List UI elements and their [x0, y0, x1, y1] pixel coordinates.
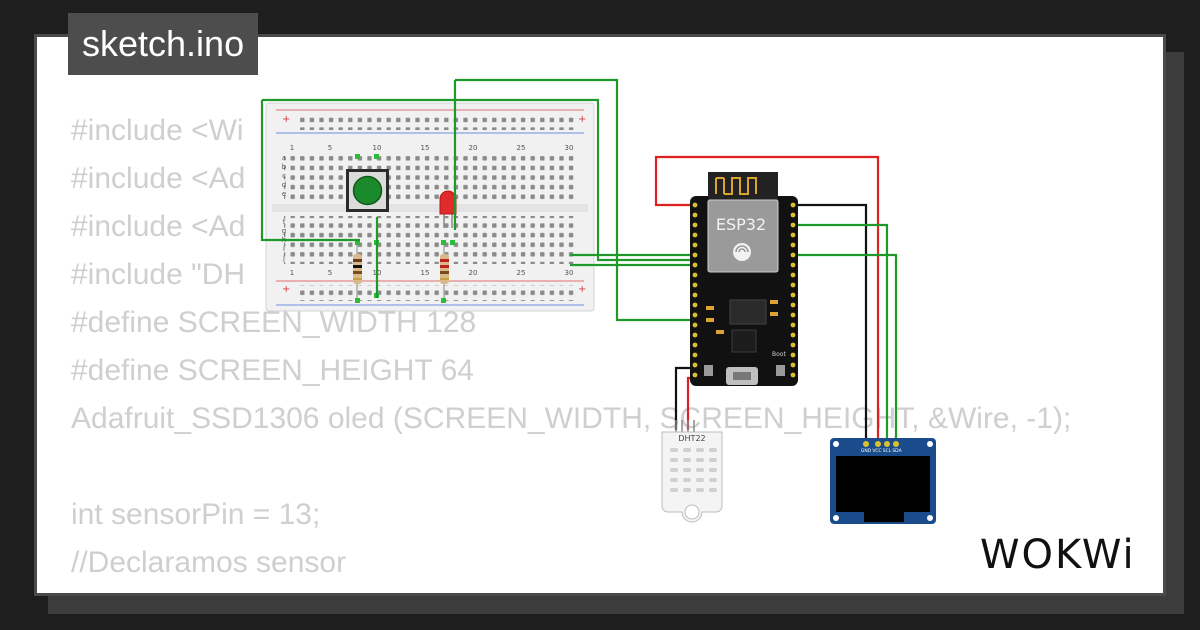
- esp32-board[interactable]: ESP32 Boot: [690, 172, 798, 386]
- column-number: 1: [290, 269, 294, 277]
- column-number: 20: [469, 269, 478, 277]
- column-number: 15: [421, 269, 430, 277]
- svg-text:+: +: [282, 114, 290, 125]
- column-number: 1: [290, 144, 294, 152]
- preview-card: #include <Wi #include <Ad #include <Ad #…: [34, 34, 1166, 596]
- code-line: int sensorPin = 13;: [71, 498, 321, 531]
- row-letter: a: [282, 154, 286, 162]
- oled-pin-label: GND: [861, 448, 872, 454]
- resistor-2[interactable]: [440, 242, 449, 300]
- oled-display[interactable]: GND VCC SCL SDA: [830, 438, 936, 524]
- pushbutton[interactable]: [346, 169, 389, 212]
- code-line: #include <Ad: [71, 210, 246, 243]
- wokwi-logo-icon: WOKWi: [980, 532, 1136, 578]
- row-letter: f: [283, 218, 286, 226]
- code-line: //Declaramos sensor: [71, 546, 347, 579]
- resistor-1[interactable]: [353, 242, 362, 300]
- row-letter: c: [282, 172, 286, 180]
- column-number: 25: [517, 144, 526, 152]
- oled-pin-label: SCL: [883, 448, 892, 454]
- code-line: #define SCREEN_HEIGHT 64: [71, 354, 474, 387]
- esp32-label: ESP32: [716, 215, 766, 234]
- dht22-label: DHT22: [678, 434, 705, 443]
- code-line: #include "DH: [71, 258, 246, 291]
- code-line: #include <Ad: [71, 162, 246, 195]
- column-number: 30: [565, 269, 574, 277]
- oled-pin-label: VCC: [872, 448, 881, 454]
- wires: [260, 78, 898, 442]
- column-number: 15: [421, 144, 430, 152]
- column-number: 25: [517, 269, 526, 277]
- row-letter: e: [282, 190, 286, 198]
- column-number: 5: [328, 144, 332, 152]
- breadboard[interactable]: + + + +: [265, 102, 595, 312]
- row-letter: j: [282, 254, 285, 262]
- column-number: 20: [469, 144, 478, 152]
- row-letter: i: [283, 245, 285, 253]
- svg-text:+: +: [578, 114, 586, 125]
- row-letter: g: [282, 227, 286, 235]
- column-number: 5: [328, 269, 332, 277]
- file-name-tab[interactable]: sketch.ino: [68, 13, 259, 75]
- oled-pin-label: SDA: [892, 448, 902, 454]
- wokwi-logo-text: WOKWi: [980, 532, 1136, 578]
- code-line: Adafruit_SSD1306 oled (SCREEN_WIDTH, SCR…: [71, 402, 1072, 435]
- row-letter: d: [282, 181, 286, 189]
- code-background: #include <Wi #include <Ad #include <Ad #…: [71, 107, 1072, 593]
- dht22-sensor[interactable]: DHT22: [661, 420, 723, 523]
- column-number: 10: [373, 144, 382, 152]
- code-line: #include <Wi: [71, 114, 244, 147]
- boot-label: Boot: [772, 351, 786, 358]
- svg-text:+: +: [578, 284, 586, 295]
- row-letter: b: [282, 163, 287, 171]
- svg-text:+: +: [282, 284, 290, 295]
- column-number: 30: [565, 144, 574, 152]
- espressif-logo-icon: [733, 243, 751, 261]
- breadboard-column-numbers: 1 5 10 15 20 25 30 1 5 10 15 20 25 30: [290, 144, 574, 277]
